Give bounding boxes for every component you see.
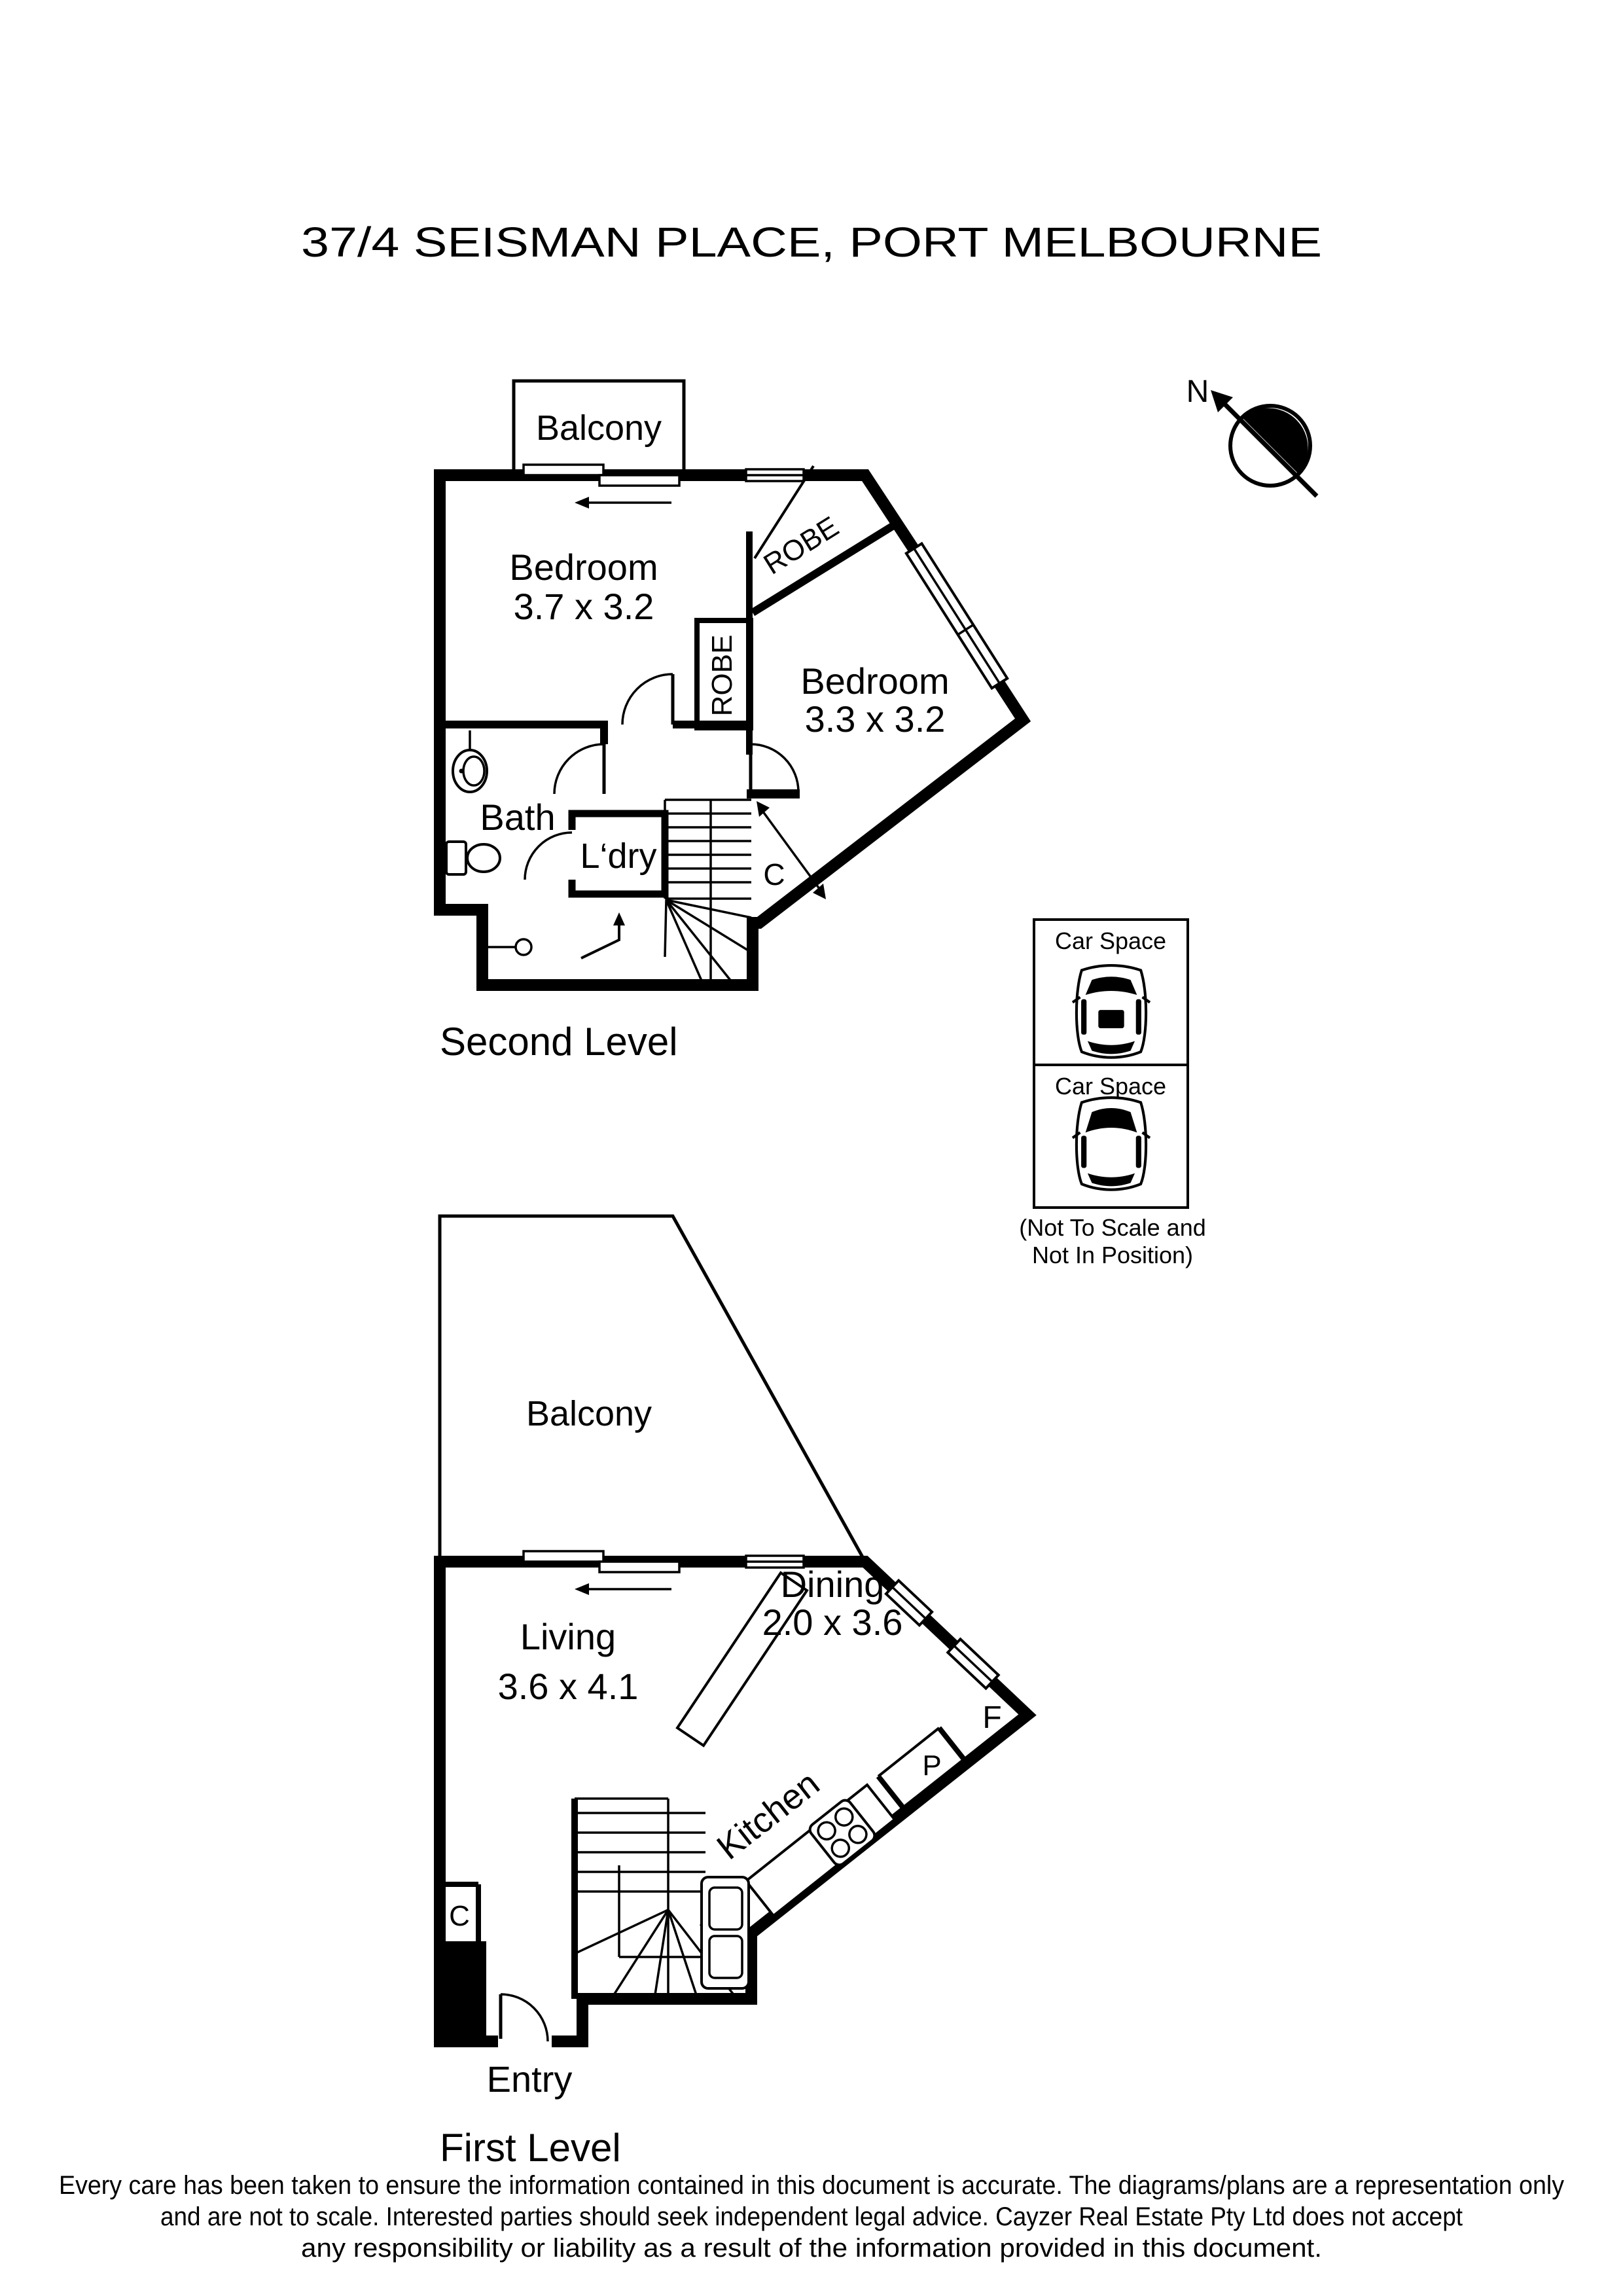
car-space-note-line1: (Not To Scale and bbox=[1019, 1214, 1206, 1241]
bedroom1-dims: 3.7 x 3.2 bbox=[514, 586, 654, 627]
pantry-label: P bbox=[922, 1749, 941, 1782]
second-level-plan: Balcony Bedroom 3.7 x 3.2 Bedroom 3.3 x … bbox=[434, 379, 1031, 1064]
disclaimer-line3: any responsibility or liability as a res… bbox=[301, 2234, 1322, 2263]
robe-box bbox=[694, 618, 753, 730]
balcony-outline bbox=[512, 379, 686, 477]
bath-label: Bath bbox=[480, 797, 555, 838]
sink-icon bbox=[700, 1876, 750, 1990]
window-dining-1 bbox=[884, 1578, 934, 1628]
window-top-wall bbox=[745, 468, 805, 482]
living-name: Living bbox=[520, 1616, 616, 1657]
window-top-wall-first bbox=[745, 1554, 805, 1569]
cupboard-label-first: C bbox=[449, 1900, 470, 1932]
robe-vertical-label: ROBE bbox=[706, 635, 738, 717]
car-icon bbox=[1071, 963, 1151, 1059]
door-laundry bbox=[524, 831, 573, 880]
balcony-outline-first bbox=[438, 1214, 868, 1564]
car-space-note-line2: Not In Position) bbox=[1032, 1242, 1193, 1268]
wall-robe-angled bbox=[750, 520, 899, 617]
page-title: 37/4 SEISMAN PLACE, PORT MELBOURNE bbox=[301, 219, 1322, 266]
bedroom1-name: Bedroom bbox=[509, 547, 658, 588]
second-level-caption: Second Level bbox=[440, 1020, 678, 1064]
bedroom2-dims: 3.3 x 3.2 bbox=[805, 698, 946, 740]
cupboard-arrow bbox=[757, 801, 826, 899]
window-angled-bedroom2 bbox=[904, 541, 1009, 691]
living-dims: 3.6 x 4.1 bbox=[498, 1666, 639, 1707]
toilet-icon bbox=[445, 840, 501, 876]
disclaimer-line2: and are not to scale. Interested parties… bbox=[160, 2202, 1463, 2231]
car-space-2-label: Car Space bbox=[1055, 1073, 1166, 1100]
door-entry bbox=[499, 1993, 549, 2042]
fridge-label: F bbox=[982, 1700, 1001, 1735]
stairs-second-level bbox=[664, 798, 752, 986]
dining-dims: 2.0 x 3.6 bbox=[762, 1602, 903, 1643]
door-hall bbox=[621, 673, 675, 725]
kitchen-bench-return bbox=[675, 1571, 809, 1748]
light-fixture-icon bbox=[485, 938, 533, 956]
sliding-door-window-first bbox=[522, 1550, 681, 1595]
door-bedroom2 bbox=[749, 743, 800, 793]
balcony-label: Balcony bbox=[536, 408, 662, 448]
disclaimer: Every care has been taken to ensure the … bbox=[59, 2171, 1564, 2263]
cooktop-icon bbox=[808, 1799, 876, 1867]
disclaimer-line1: Every care has been taken to ensure the … bbox=[59, 2171, 1564, 2200]
bedroom2-name: Bedroom bbox=[800, 660, 949, 702]
wall-mass-entry bbox=[434, 1941, 486, 2043]
car-space-panel: Car Space Car Space (Not To Scale and No… bbox=[1019, 918, 1206, 1268]
balcony-label-first: Balcony bbox=[526, 1394, 652, 1433]
robe-door-line bbox=[753, 465, 815, 560]
first-level-plan: Balcony Living 3.6 x 4.1 Dining 2.0 x 3.… bbox=[434, 1214, 1037, 2170]
dining-name: Dining bbox=[781, 1564, 885, 1605]
car-icon bbox=[1071, 1096, 1151, 1191]
north-arrow-icon: N bbox=[1186, 374, 1319, 498]
stairs-first-level bbox=[574, 1797, 738, 2000]
laundry-label: L‘dry bbox=[580, 836, 656, 876]
pantry-walls bbox=[876, 1726, 969, 1813]
stairs-up-arrow bbox=[580, 912, 625, 960]
entry-label: Entry bbox=[487, 2058, 573, 2100]
north-label: N bbox=[1186, 374, 1209, 409]
first-level-caption: First Level bbox=[440, 2126, 621, 2170]
cupboard-label-second: C bbox=[763, 857, 785, 891]
sliding-door-window bbox=[522, 463, 681, 509]
basin-icon bbox=[452, 730, 488, 793]
car-space-1-label: Car Space bbox=[1055, 927, 1166, 954]
window-dining-2 bbox=[946, 1637, 1001, 1691]
door-bath bbox=[553, 743, 606, 795]
